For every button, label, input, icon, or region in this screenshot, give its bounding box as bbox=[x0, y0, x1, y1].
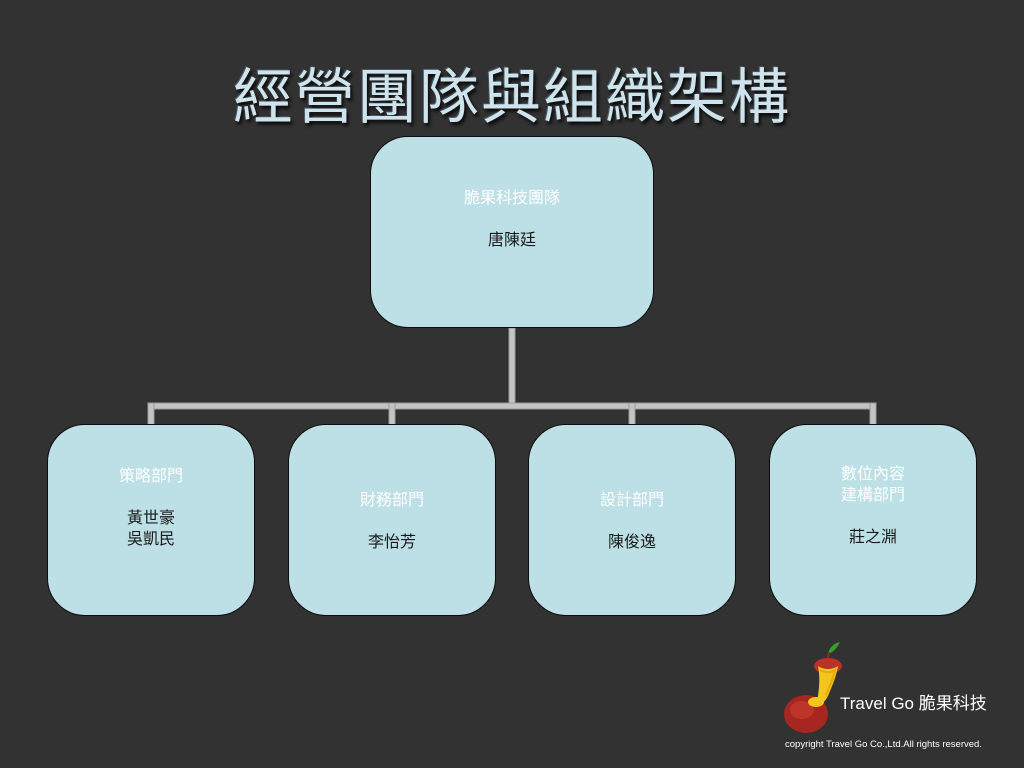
org-node-unit: 脆果科技團隊 bbox=[463, 188, 560, 207]
org-node-person: 唐陳廷 bbox=[487, 230, 536, 249]
org-node-root: 脆果科技團隊 唐陳廷 bbox=[370, 136, 654, 328]
org-node-strategy: 策略部門 黃世豪 吳凱民 bbox=[47, 424, 255, 616]
org-node-person: 陳俊逸 bbox=[607, 531, 656, 551]
connector-trunk bbox=[508, 327, 516, 407]
org-node-unit: 策略部門 bbox=[118, 466, 183, 485]
apple-core-icon bbox=[784, 642, 842, 733]
connector-drop-1 bbox=[147, 402, 155, 426]
org-node-unit: 數位內容 建構部門 bbox=[840, 464, 905, 504]
org-node-person: 黃世豪 吳凱民 bbox=[126, 508, 175, 548]
org-node-digital-content: 數位內容 建構部門 莊之淵 bbox=[769, 424, 977, 616]
org-node-finance: 財務部門 李怡芳 bbox=[288, 424, 496, 616]
connector-drop-4 bbox=[869, 402, 877, 426]
org-node-unit: 財務部門 bbox=[359, 489, 424, 509]
org-node-person: 莊之淵 bbox=[848, 527, 897, 546]
footer-brand: Travel Go 脆果科技 bbox=[840, 694, 987, 713]
connector-bus bbox=[147, 402, 877, 410]
org-node-unit: 設計部門 bbox=[599, 489, 664, 509]
connector-drop-3 bbox=[628, 402, 636, 426]
slide-title: 經營團隊與組織架構 bbox=[233, 63, 791, 133]
org-node-person: 李怡芳 bbox=[367, 531, 416, 551]
footer-copyright: copyright Travel Go Co.,Ltd.All rights r… bbox=[785, 739, 982, 750]
org-node-design: 設計部門 陳俊逸 bbox=[528, 424, 736, 616]
connector-drop-2 bbox=[388, 402, 396, 426]
